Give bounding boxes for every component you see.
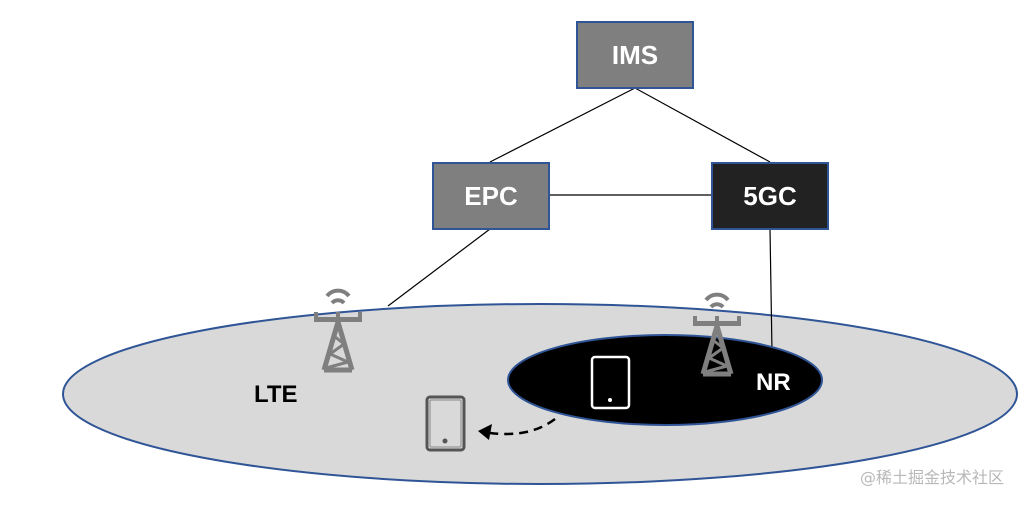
handover-arrow-icon [478, 418, 556, 440]
nr-label: NR [756, 369, 791, 396]
ims-node[interactable]: IMS [576, 21, 694, 89]
lte-tower-icon [314, 288, 362, 373]
nr-tower-icon [693, 292, 741, 377]
ims-epc-link [489, 87, 636, 163]
epc-label: EPC [464, 181, 518, 211]
ims-box [576, 21, 694, 89]
epc-box [432, 162, 550, 230]
5gc-nr-link [769, 228, 773, 353]
5gc-node[interactable]: 5GC [711, 162, 829, 230]
ims-5gc-link [634, 87, 771, 163]
watermark: @稀土掘金技术社区 [859, 468, 1004, 487]
nr-coverage-area [507, 334, 823, 426]
epc-lte-link [387, 228, 491, 307]
5gc-box [711, 162, 829, 230]
epc-node[interactable]: EPC [432, 162, 550, 230]
device-in-nr-icon[interactable] [590, 355, 631, 410]
lte-label: LTE [254, 381, 298, 408]
device-in-lte-icon[interactable] [425, 395, 466, 452]
ims-label: IMS [612, 40, 658, 70]
5gc-label: 5GC [743, 181, 797, 211]
